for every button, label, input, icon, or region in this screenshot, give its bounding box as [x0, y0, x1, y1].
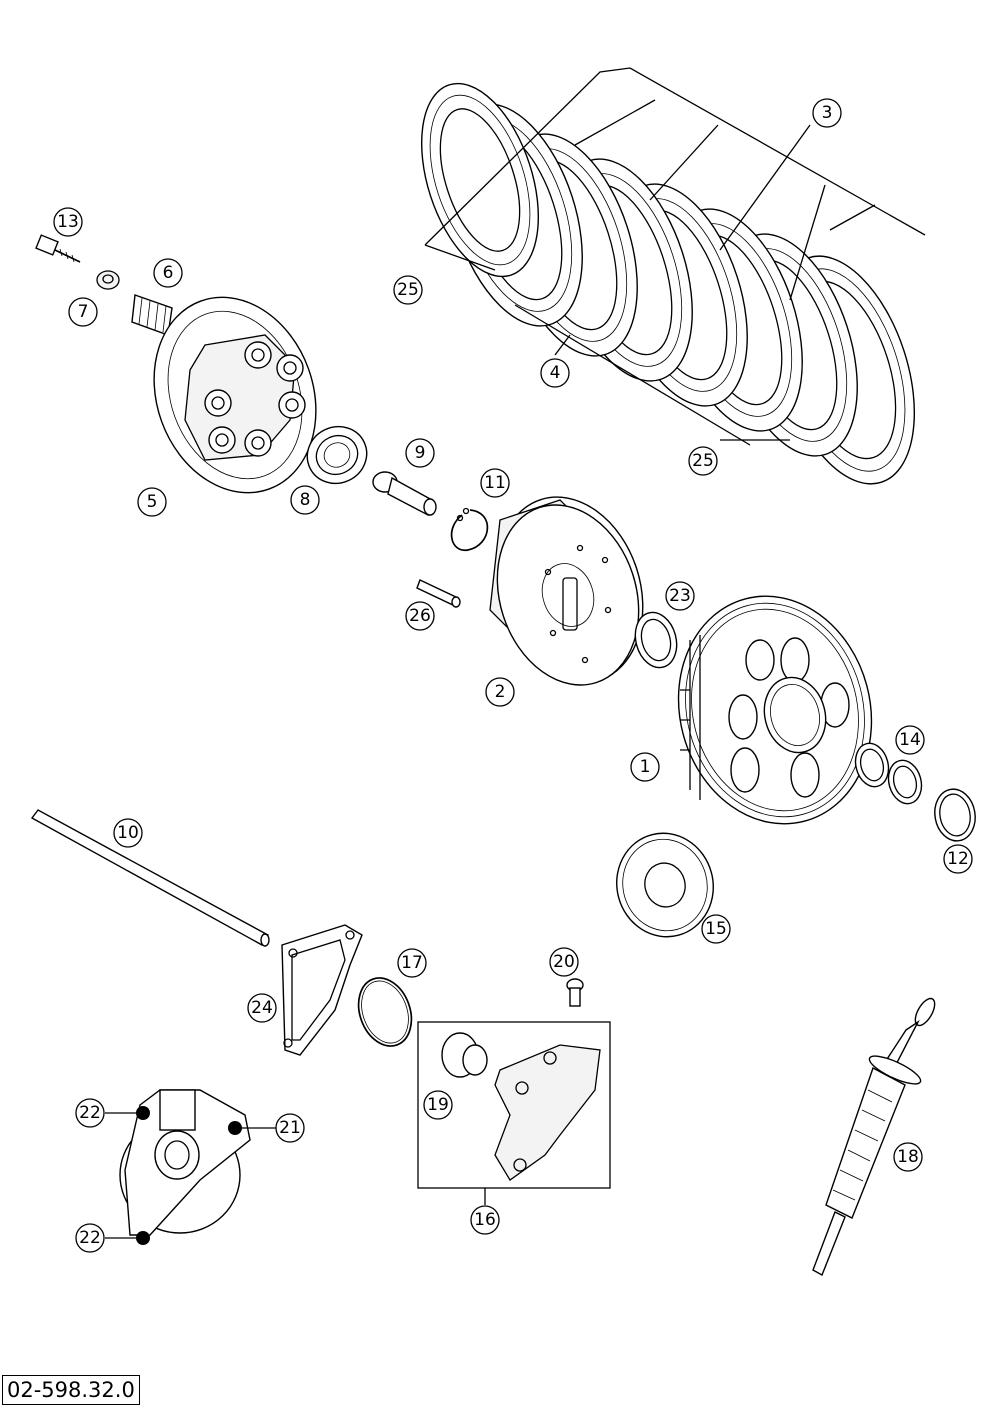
svg-text:24: 24 — [251, 998, 273, 1018]
callout-6: 6 — [153, 258, 183, 288]
callout-25-bottom: 25 — [688, 446, 718, 476]
callout-21: 21 — [275, 1113, 305, 1143]
svg-text:6: 6 — [163, 263, 174, 283]
slave-cylinder-kit-part — [417, 1021, 611, 1205]
needle-bearing-part — [854, 742, 923, 805]
svg-text:7: 7 — [78, 302, 89, 322]
svg-text:1: 1 — [640, 757, 651, 777]
svg-text:16: 16 — [474, 1210, 496, 1230]
svg-text:3: 3 — [822, 103, 833, 123]
callout-22-bottom: 22 — [75, 1223, 105, 1253]
callout-7: 7 — [68, 297, 98, 327]
callout-8: 8 — [290, 485, 320, 515]
svg-text:23: 23 — [669, 586, 691, 606]
svg-text:13: 13 — [57, 212, 79, 232]
svg-text:19: 19 — [427, 1095, 449, 1115]
callout-4: 4 — [540, 358, 570, 388]
svg-text:22: 22 — [79, 1228, 101, 1248]
callout-15: 15 — [701, 914, 731, 944]
svg-text:25: 25 — [397, 280, 419, 300]
callout-3: 3 — [812, 98, 842, 128]
svg-text:10: 10 — [117, 823, 139, 843]
callout-24: 24 — [247, 993, 277, 1023]
clutch-hub-part — [489, 496, 644, 686]
clutch-basket-gear-part — [677, 595, 873, 825]
callout-14: 14 — [895, 725, 925, 755]
callout-12: 12 — [943, 844, 973, 874]
svg-text:4: 4 — [550, 363, 561, 383]
clutch-cover-part — [105, 1089, 276, 1245]
screw-part — [35, 234, 81, 263]
callout-16: 16 — [470, 1205, 500, 1235]
svg-text:17: 17 — [401, 953, 423, 973]
callout-5: 5 — [137, 487, 167, 517]
callout-2: 2 — [485, 677, 515, 707]
callout-20: 20 — [549, 947, 579, 977]
svg-text:15: 15 — [705, 919, 727, 939]
callout-25-top: 25 — [393, 275, 423, 305]
callout-23: 23 — [665, 581, 695, 611]
callout-19: 19 — [423, 1090, 453, 1120]
callout-26: 26 — [405, 601, 435, 631]
callout-18: 18 — [893, 1142, 923, 1172]
clutch-spring-part — [131, 294, 173, 336]
gasket-part — [281, 924, 363, 1056]
thrust-washer-part — [634, 611, 678, 669]
callout-17: 17 — [397, 948, 427, 978]
svg-text:22: 22 — [79, 1103, 101, 1123]
ball-bearing-part — [306, 425, 368, 485]
push-rod-part — [30, 809, 270, 947]
pressure-plate-part — [153, 296, 317, 494]
bleed-screw-part — [566, 978, 584, 1007]
syringe-part — [812, 997, 936, 1276]
svg-text:20: 20 — [553, 952, 575, 972]
svg-text:12: 12 — [947, 849, 969, 869]
callout-1: 1 — [630, 752, 660, 782]
callout-11: 11 — [480, 468, 510, 498]
o-ring-part — [357, 977, 413, 1047]
svg-text:5: 5 — [147, 492, 158, 512]
washer-part — [934, 788, 976, 842]
spring-cup-part — [96, 270, 120, 290]
svg-text:9: 9 — [415, 443, 426, 463]
callout-13: 13 — [53, 207, 83, 237]
pin-part — [416, 579, 461, 608]
callout-9: 9 — [405, 438, 435, 468]
drawing-number-label: 02-598.32.0 — [2, 1375, 140, 1405]
callout-10: 10 — [113, 818, 143, 848]
callout-22-top: 22 — [75, 1098, 105, 1128]
svg-text:21: 21 — [279, 1118, 301, 1138]
svg-text:18: 18 — [897, 1147, 919, 1167]
piston-part — [441, 1032, 488, 1078]
circlip-part — [450, 507, 489, 551]
svg-text:11: 11 — [484, 473, 506, 493]
clutch-disc-stack — [420, 67, 926, 485]
idler-gear-part — [616, 832, 714, 938]
svg-text:26: 26 — [409, 606, 431, 626]
svg-text:8: 8 — [300, 490, 311, 510]
svg-text:14: 14 — [899, 730, 921, 750]
svg-text:25: 25 — [692, 451, 714, 471]
svg-text:2: 2 — [495, 682, 506, 702]
pressure-piece-part — [372, 471, 437, 517]
